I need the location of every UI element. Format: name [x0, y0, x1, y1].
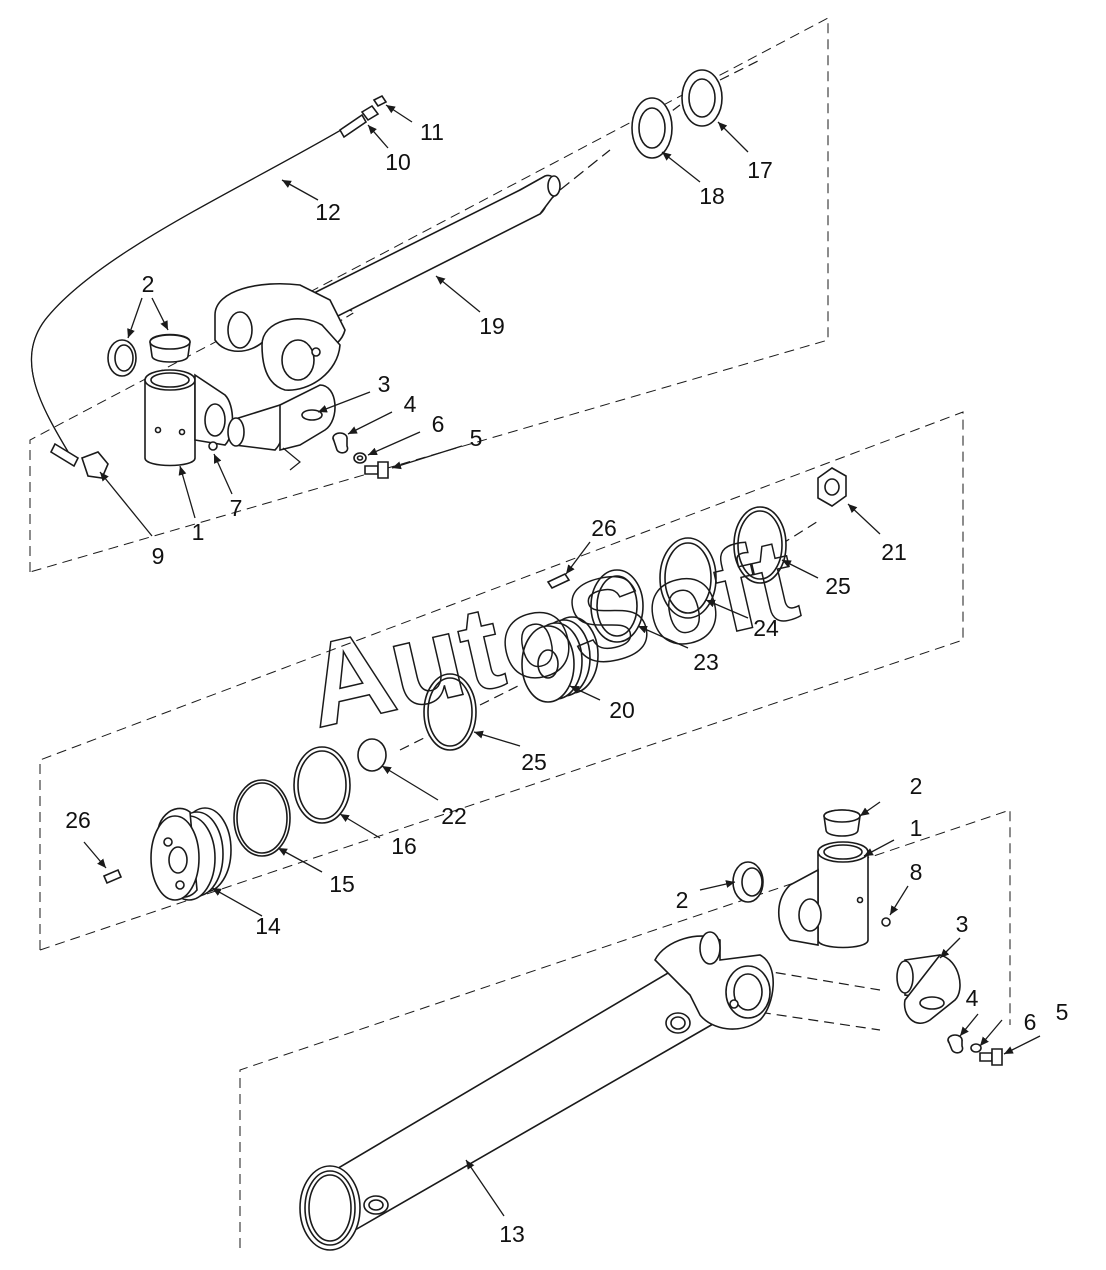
- callout-13: 13: [499, 1221, 525, 1247]
- leader-arrows: [83, 104, 1041, 1217]
- callout-2-upper: 2: [142, 271, 155, 297]
- hose-fitting-elbow: [80, 451, 109, 479]
- seal-23: [590, 569, 644, 643]
- callout-25-upper: 25: [825, 573, 851, 599]
- rod-wiper-17: [681, 69, 723, 127]
- callout-24: 24: [753, 615, 779, 641]
- callout-4-lower: 4: [966, 985, 979, 1011]
- grease-fitting-7: [208, 441, 218, 451]
- callout-18: 18: [699, 183, 725, 209]
- bolt-5-upper: [364, 461, 389, 479]
- callout-19: 19: [479, 313, 505, 339]
- exploded-view-frames: [29, 17, 1011, 1248]
- set-screw-26-upper: [546, 572, 571, 590]
- callout-20: 20: [609, 697, 635, 723]
- fitting-nut: [360, 94, 388, 122]
- cylinder-barrel: [299, 958, 725, 1251]
- watermark-text: AutoSoft: [294, 513, 809, 754]
- callout-7: 7: [230, 495, 243, 521]
- locknut-21: [817, 467, 847, 507]
- bushing-2-lower-left: [732, 861, 764, 903]
- backup-ring-25-upper: [733, 506, 787, 584]
- spacer-4-lower: [947, 1034, 964, 1054]
- callout-12: 12: [315, 199, 341, 225]
- callout-17: 17: [747, 157, 773, 183]
- callout-3-upper: 3: [378, 371, 391, 397]
- callout-2-lower-left: 2: [676, 887, 689, 913]
- callout-22: 22: [441, 803, 467, 829]
- callout-11: 11: [420, 119, 444, 145]
- washer-6-lower: [970, 1043, 982, 1053]
- grease-fitting-8: [881, 917, 891, 927]
- callout-5-upper: 5: [470, 425, 483, 451]
- o-ring-24: [659, 537, 717, 619]
- piston-rod: [298, 174, 561, 321]
- callout-21: 21: [881, 539, 907, 565]
- lock-plate-3-lower: [896, 954, 961, 1024]
- o-ring-15: [233, 779, 291, 857]
- callout-2-lower-top: 2: [910, 773, 923, 799]
- trunnion-block-lower: [778, 841, 869, 949]
- trunnion-block-upper: [144, 369, 234, 467]
- callout-16: 16: [391, 833, 417, 859]
- callout-4-upper: 4: [404, 391, 417, 417]
- callout-5-lower: 5: [1056, 999, 1069, 1025]
- callout-9: 9: [152, 543, 165, 569]
- center-lines: [319, 59, 881, 1031]
- callout-3-lower: 3: [956, 911, 969, 937]
- callout-8: 8: [910, 859, 923, 885]
- o-ring-22: [357, 738, 387, 772]
- callout-labels: 11 10 12 18 17 19 2 3 4 6 5 7 1 9 26 21 …: [65, 119, 1068, 1247]
- bolt-5-lower: [979, 1048, 1003, 1066]
- callout-15: 15: [329, 871, 355, 897]
- bushing-2-upper-left: [107, 339, 137, 377]
- callout-26-lower: 26: [65, 807, 91, 833]
- callout-6-upper: 6: [432, 411, 445, 437]
- washer-6-upper: [353, 452, 367, 464]
- callout-23: 23: [693, 649, 719, 675]
- callout-26-upper: 26: [591, 515, 617, 541]
- rod-seal-18: [631, 97, 673, 159]
- barrel-clevis: [654, 931, 774, 1030]
- callout-1-upper: 1: [192, 519, 205, 545]
- set-screw-26-lower: [102, 868, 123, 885]
- callout-25-lower: 25: [521, 749, 547, 775]
- bushing-2-lower-top: [823, 809, 861, 837]
- o-ring-16: [293, 746, 351, 824]
- callout-14: 14: [255, 913, 281, 939]
- spacer-4-upper: [332, 432, 349, 454]
- rod-clevis: [214, 282, 346, 391]
- backup-ring-25-lower: [423, 673, 477, 751]
- callout-6-lower: 6: [1024, 1009, 1037, 1035]
- callout-10: 10: [385, 149, 411, 175]
- piston-20: [521, 616, 599, 703]
- callout-1-lower: 1: [910, 815, 923, 841]
- lock-plate-3-upper: [227, 384, 336, 471]
- bushing-2-upper-right: [149, 333, 191, 363]
- hydraulic-hose: [30, 113, 368, 468]
- head-gland-14: [150, 807, 232, 901]
